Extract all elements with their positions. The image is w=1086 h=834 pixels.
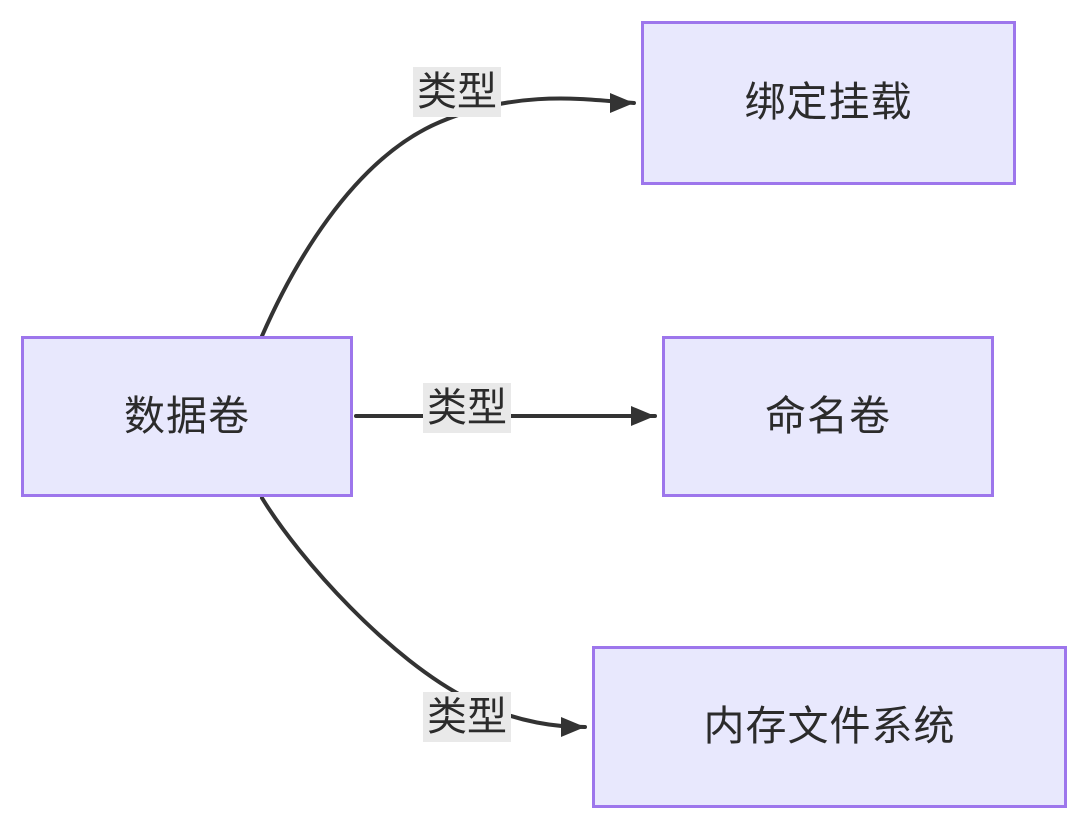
arrowhead-icon: [610, 93, 634, 113]
edge-label-type-named-volume: 类型: [423, 383, 511, 433]
arrowhead-icon: [561, 717, 585, 737]
edge-line: [260, 496, 587, 729]
node-data-volume[interactable]: 数据卷: [21, 336, 353, 497]
node-memory-filesystem[interactable]: 内存文件系统: [592, 646, 1067, 808]
edge-label-type-memory-filesystem: 类型: [423, 692, 511, 742]
edge-label-type-bind-mount: 类型: [413, 67, 501, 117]
node-named-volume[interactable]: 命名卷: [662, 336, 994, 497]
arrowhead-icon: [631, 406, 655, 426]
edge-line: [260, 96, 636, 338]
node-label: 内存文件系统: [703, 703, 956, 750]
edge-source-to-tmpfs[interactable]: [260, 496, 587, 737]
edge-source-to-bind-mount[interactable]: [260, 93, 636, 338]
node-label: 命名卷: [765, 392, 891, 439]
node-label: 绑定挂载: [744, 79, 913, 126]
node-label: 数据卷: [124, 392, 250, 439]
node-bind-mount[interactable]: 绑定挂载: [641, 21, 1016, 185]
